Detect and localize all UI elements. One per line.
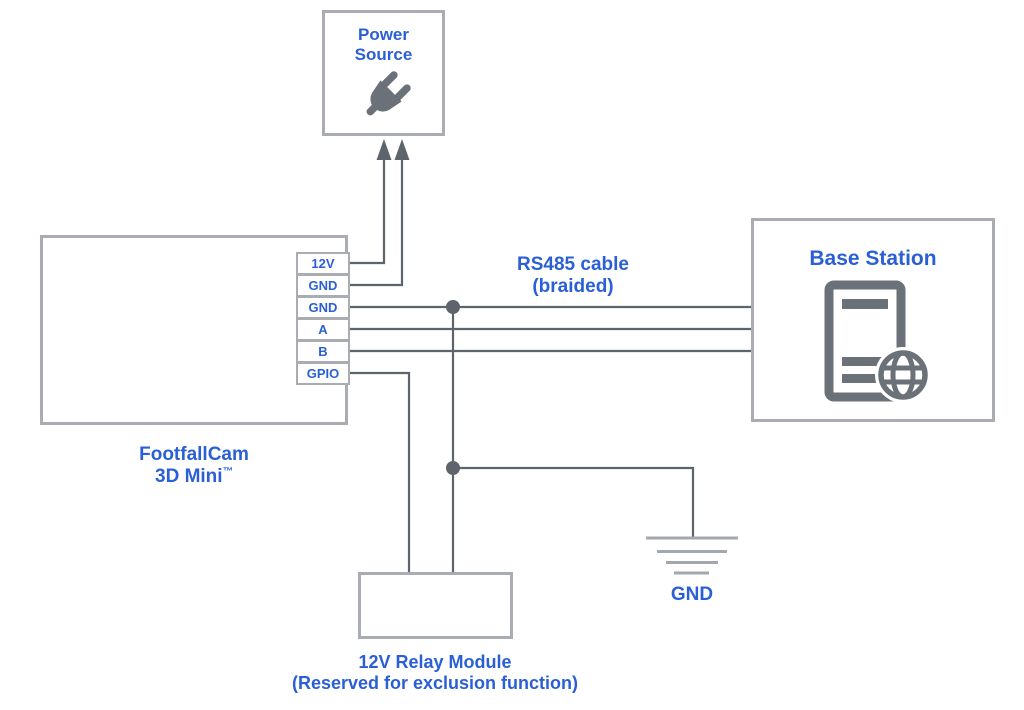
pin-gpio: GPIO xyxy=(296,362,350,385)
footfallcam-caption-line2: 3D Mini™ xyxy=(40,466,348,488)
globe-icon xyxy=(875,347,931,404)
rs485-label-line1: RS485 cable xyxy=(517,254,629,275)
power-source-box: Power Source xyxy=(322,10,445,136)
trademark-symbol: ™ xyxy=(222,466,233,478)
arrow-up-icon xyxy=(376,139,392,160)
footfallcam-model: 3D Mini xyxy=(155,466,223,488)
relay-module-box xyxy=(358,572,513,639)
wire-gpio-to-relay xyxy=(350,371,411,572)
base-station-title: Base Station xyxy=(809,247,937,270)
footfallcam-caption: FootfallCam 3D Mini™ xyxy=(40,444,348,488)
wire-12v-to-power-source xyxy=(350,158,386,265)
base-station-box: Base Station xyxy=(751,218,995,422)
wire-gnd-branch-to-ground xyxy=(453,466,695,538)
pin-a: A xyxy=(296,318,350,341)
ground-label: GND xyxy=(670,584,714,605)
pin-12v: 12V xyxy=(296,252,350,275)
junction-dot xyxy=(446,300,460,314)
earth-ground-icon xyxy=(646,536,738,575)
power-source-title: Power Source xyxy=(325,13,442,64)
pin-b: B xyxy=(296,340,350,363)
wire-gnd-to-power-source xyxy=(350,158,404,287)
pin-gnd-power: GND xyxy=(296,274,350,297)
relay-module-caption: 12V Relay Module (Reserved for exclusion… xyxy=(235,652,635,694)
arrowheads-to-power-source xyxy=(376,139,410,160)
relay-caption-line2: (Reserved for exclusion function) xyxy=(291,672,579,693)
rs485-label-line2: (braided) xyxy=(532,276,614,298)
pin-gnd-rs485: GND xyxy=(296,296,350,319)
base-station-device-icon xyxy=(824,280,931,404)
rs485-cable-label: RS485 cable (braided) xyxy=(470,254,676,298)
power-plug-icon xyxy=(366,71,411,116)
power-source-title-line2: Source xyxy=(354,44,413,64)
footfallcam-caption-line1: FootfallCam xyxy=(139,444,249,465)
arrow-up-icon xyxy=(394,139,410,160)
power-source-title-line1: Power xyxy=(357,25,410,44)
junction-dot xyxy=(446,461,460,475)
relay-caption-line1: 12V Relay Module xyxy=(358,652,512,672)
